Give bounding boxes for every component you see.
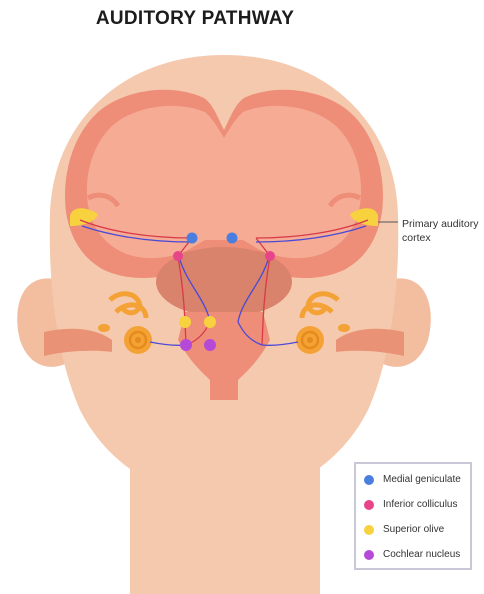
legend-label: Superior olive: [383, 524, 444, 535]
left-inferior-colliculus: [173, 251, 183, 261]
legend-label: Medial geniculate: [383, 474, 461, 485]
legend-item-superior-olive: Superior olive: [364, 524, 444, 535]
cochlear-nucleus-dot: [364, 550, 374, 560]
right-cochlear-nucleus: [204, 339, 216, 351]
inferior-colliculus-dot: [364, 500, 374, 510]
callout-line-1: Primary auditory: [402, 217, 482, 231]
right-medial-geniculate: [227, 233, 238, 244]
right-inferior-colliculus: [265, 251, 275, 261]
legend: Medial geniculate Inferior colliculus Su…: [354, 462, 472, 570]
legend-label: Inferior colliculus: [383, 499, 457, 510]
left-cochlear-nucleus: [180, 339, 192, 351]
legend-item-medial-geniculate: Medial geniculate: [364, 474, 461, 485]
left-medial-geniculate: [187, 233, 198, 244]
legend-item-inferior-colliculus: Inferior colliculus: [364, 499, 457, 510]
callout-line-2: cortex: [402, 231, 482, 245]
superior-olive-dot: [364, 525, 374, 535]
right-superior-olive: [204, 316, 216, 328]
legend-item-cochlear-nucleus: Cochlear nucleus: [364, 549, 460, 560]
legend-label: Cochlear nucleus: [383, 549, 460, 560]
left-superior-olive: [179, 316, 191, 328]
medial-geniculate-dot: [364, 475, 374, 485]
primary-auditory-cortex-label: Primary auditory cortex: [402, 217, 482, 245]
